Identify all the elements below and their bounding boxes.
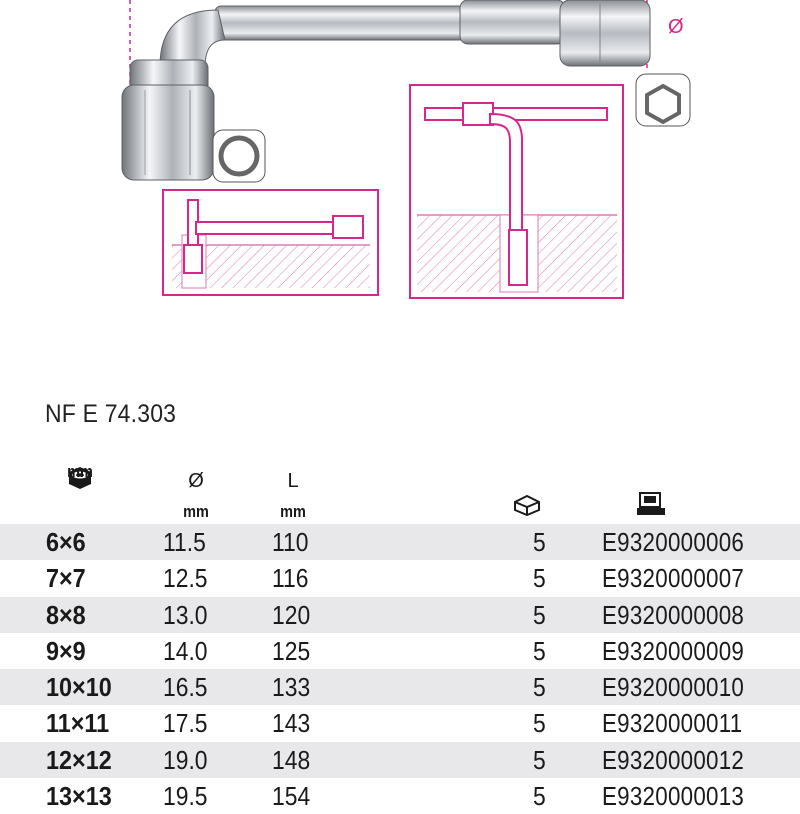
quantity-cell: 5	[533, 708, 546, 739]
length-cell: 125	[272, 635, 311, 666]
quantity-cell: 5	[533, 672, 546, 703]
length-cell: 154	[272, 781, 311, 812]
table-row: 13×13 19.5 154 5 E9320000013	[0, 778, 800, 814]
product-code-cell: E9320000010	[602, 672, 745, 703]
product-figure: Ø	[121, 0, 691, 299]
length-cell: 110	[272, 527, 309, 557]
length-cell: 133	[272, 672, 311, 703]
product-code-cell: E9320000013	[602, 781, 745, 812]
product-code-cell: E9320000011	[602, 708, 743, 739]
diameter-cell: 16.5	[163, 672, 208, 703]
quantity-cell: 5	[533, 563, 546, 594]
quantity-column	[512, 494, 542, 518]
product-code-cell: E9320000012	[602, 744, 745, 775]
box-quantity-icon	[514, 494, 540, 517]
table-row: 7×7 12.5 116 5 E9320000007	[0, 560, 800, 596]
diameter-cell: 13.0	[163, 599, 208, 630]
table-row: 6×6 11.5 110 5 E9320000006	[0, 524, 800, 561]
size-cell: 11×11	[46, 708, 110, 739]
column-size: mm	[60, 462, 100, 489]
size-cell: 10×10	[46, 672, 112, 703]
quantity-cell: 5	[533, 781, 546, 812]
table-row: 9×9 14.0 125 5 E9320000009	[0, 633, 800, 669]
diameter-cell: 11.5	[163, 527, 206, 557]
quantity-cell: 5	[533, 635, 546, 666]
product-code-cell: E9320000006	[602, 527, 745, 557]
length-header: L	[287, 470, 299, 492]
size-cell: 9×9	[46, 635, 86, 666]
diameter-cell: 12.5	[163, 563, 208, 594]
usage-diagram-vertical	[409, 84, 624, 299]
size-cell: 6×6	[46, 527, 86, 557]
table-row: 12×12 19.0 148 5 E9320000012	[0, 741, 800, 779]
product-code-cell: E9320000008	[602, 599, 745, 630]
hex-opening-icon	[635, 73, 691, 127]
diameter-cell: 19.0	[163, 744, 208, 775]
diameter-header: Ø	[188, 470, 204, 492]
length-cell: 143	[272, 708, 311, 739]
table-row: 10×10 16.5 133 5 E9320000010	[0, 669, 800, 706]
diameter-label: Ø	[668, 16, 684, 38]
usage-diagram-horizontal	[162, 189, 379, 296]
l-socket-wrench	[121, 0, 651, 181]
diameter-cell: 17.5	[163, 708, 208, 739]
size-unit: mm	[67, 462, 93, 481]
length-unit: mm	[280, 502, 306, 521]
barcode-terminal-icon	[637, 492, 665, 515]
diameter-cell: 19.5	[163, 781, 208, 812]
spec-table: mm Ø mm L mm 6×6 11.5 110 5 E9320000006 7×7 12…	[0, 462, 800, 814]
round-opening-icon	[212, 129, 266, 183]
diameter-unit: mm	[183, 502, 209, 521]
table-row: 11×11 17.5 143 5 E9320000011	[0, 705, 800, 741]
size-cell: 13×13	[46, 781, 112, 812]
table-row: 8×8 13.0 120 5 E9320000008	[0, 596, 800, 633]
length-cell: 116	[272, 563, 309, 594]
code-column	[636, 492, 666, 518]
size-cell: 8×8	[46, 599, 86, 630]
length-cell: 120	[272, 599, 311, 630]
length-cell: 148	[272, 744, 311, 775]
quantity-cell: 5	[533, 599, 546, 630]
hex-nut-icon	[69, 467, 91, 489]
product-code-cell: E9320000009	[602, 635, 745, 666]
standard-reference: NF E 74.303	[45, 400, 177, 428]
diameter-cell: 14.0	[163, 635, 208, 666]
product-code-cell: E9320000007	[602, 563, 745, 594]
quantity-cell: 5	[533, 744, 546, 775]
quantity-cell: 5	[533, 527, 546, 557]
table-header: mm Ø mm L mm	[0, 462, 800, 524]
size-cell: 7×7	[46, 563, 86, 594]
size-cell: 12×12	[46, 744, 112, 775]
